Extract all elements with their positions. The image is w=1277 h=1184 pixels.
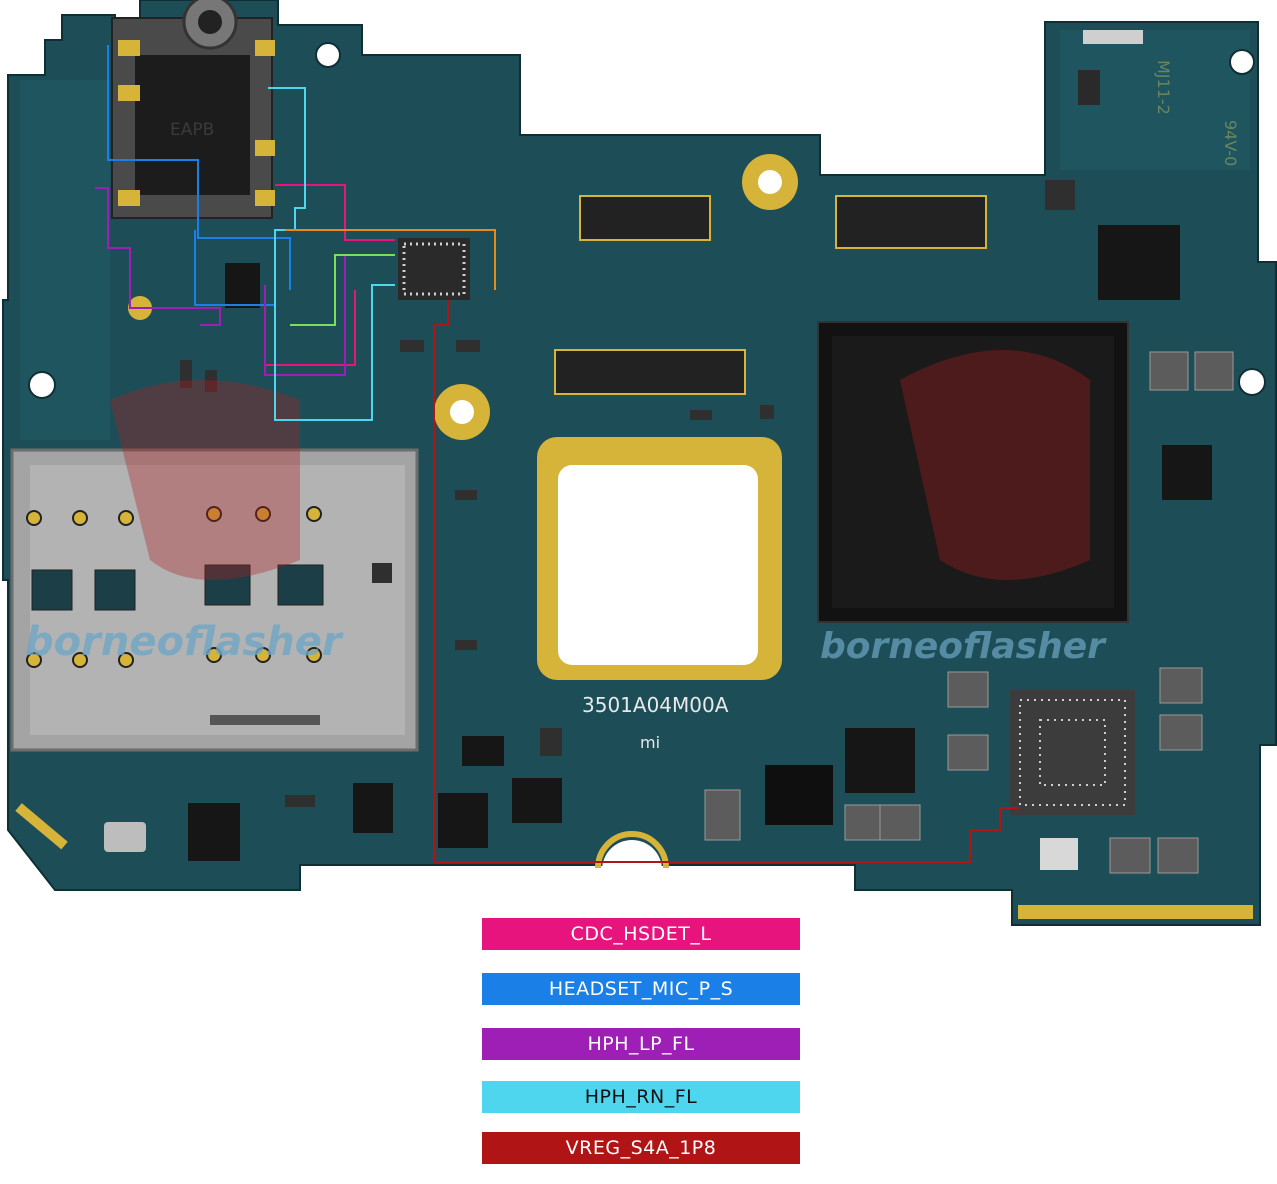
camera-cutout [558, 465, 758, 665]
ic [353, 783, 393, 833]
passives [180, 180, 1075, 807]
jack-pad [118, 85, 140, 101]
legend-label: VREG_S4A_1P8 [565, 1137, 717, 1159]
audio-jack-body [135, 55, 250, 195]
inductors [704, 351, 1234, 874]
connector [835, 195, 987, 249]
legend-hph-lp-fl: HPH_LP_FL [482, 1028, 800, 1060]
net-hph-lp-fl [95, 187, 221, 326]
legend-label: HPH_RN_FL [584, 1086, 698, 1108]
pmic-chip [1010, 690, 1135, 815]
sim-tray-slot [210, 715, 320, 725]
jack-pad [255, 140, 275, 156]
ic [225, 263, 260, 308]
component [1040, 838, 1078, 870]
mount-hole [1238, 368, 1266, 396]
ic [1078, 70, 1100, 105]
legend-label: CDC_HSDET_L [570, 923, 712, 945]
net-headset-mic [107, 45, 291, 290]
audio-jack-hole [198, 10, 222, 34]
net-orange [285, 229, 496, 290]
ic [845, 728, 915, 793]
jack-pad [255, 190, 275, 206]
net-cdc-hsdet-l [275, 184, 395, 241]
legend-label: HPH_LP_FL [587, 1033, 695, 1055]
legend-label: HEADSET_MIC_P_S [548, 978, 734, 1000]
codec-balls [402, 242, 466, 296]
net-traces [95, 45, 1020, 863]
net-cdc-hsdet-l-2 [265, 290, 356, 366]
net-vreg-s4a-1p8 [433, 300, 1020, 863]
mount-hole [758, 170, 782, 194]
connector [554, 349, 746, 395]
mount-hole [315, 42, 341, 68]
jack-marking: EAPB [170, 120, 214, 140]
edge-strip [1018, 905, 1253, 919]
mi-logo: mi [640, 733, 660, 752]
net-green [290, 254, 395, 326]
ic [188, 803, 240, 861]
legend-cdc-hsdet-l: CDC_HSDET_L [482, 918, 800, 950]
led [1083, 30, 1143, 44]
ic [1162, 445, 1212, 500]
ic [462, 736, 504, 766]
jack-pad [118, 190, 140, 206]
soc-die [832, 336, 1114, 608]
notch-pad [595, 831, 669, 869]
watermark-right: borneoflasher [820, 626, 1107, 667]
mount-hole [28, 371, 56, 399]
part-number: 3501A04M00A [582, 693, 729, 717]
connector [579, 195, 711, 241]
ic [512, 778, 562, 823]
legend-hph-rn-fl: HPH_RN_FL [482, 1081, 800, 1113]
mount-hole [1229, 49, 1255, 75]
sim-contacts [26, 506, 322, 668]
legend-headset-mic-p-s: HEADSET_MIC_P_S [482, 973, 800, 1005]
ic [1098, 225, 1180, 300]
cert-marking: MJ11-2 [1154, 60, 1173, 115]
mount-hole [450, 400, 474, 424]
sim-pads [31, 564, 324, 611]
net-headset-mic-2 [194, 230, 275, 306]
edge-strip [15, 803, 68, 850]
ic [765, 765, 833, 825]
watermark-logo [110, 350, 1090, 580]
legend-vreg-s4a-1p8: VREG_S4A_1P8 [482, 1132, 800, 1164]
ic [438, 793, 488, 848]
jack-pad [255, 40, 275, 56]
microphone [104, 822, 146, 852]
codec-chip [398, 238, 470, 300]
pmic-balls [1039, 719, 1106, 786]
watermark-left: borneoflasher [25, 619, 344, 665]
cert-marking: 94V-0 [1221, 120, 1240, 166]
jack-pad [118, 40, 140, 56]
